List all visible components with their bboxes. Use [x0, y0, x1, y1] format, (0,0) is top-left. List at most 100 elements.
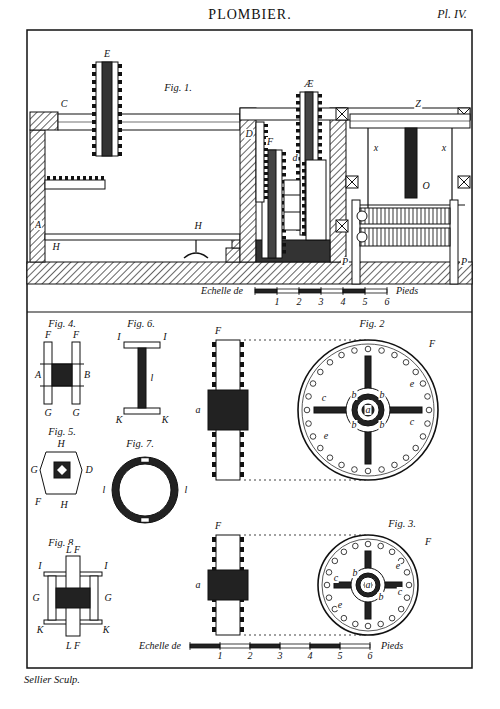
part-letter: l	[102, 485, 107, 495]
part-letter: G	[103, 593, 112, 603]
rolling-mill-stroke	[360, 228, 450, 246]
part-letter: Z	[414, 99, 422, 109]
fig7-ring-stroke	[141, 518, 149, 522]
part-letter: b	[379, 420, 386, 430]
lever-train-stroke	[118, 88, 122, 92]
fig3-wheel-stroke	[240, 627, 244, 632]
gear-frame-stroke	[296, 143, 300, 147]
gear-frame-stroke	[458, 176, 470, 188]
part-letter: F	[214, 521, 222, 531]
fig2-wheel-stroke	[365, 356, 371, 464]
figure-label: Fig. 2	[358, 319, 385, 330]
fig5-part-stroke	[40, 452, 82, 494]
gear-frame-stroke	[302, 190, 306, 194]
fig8-assembly-stroke	[90, 576, 98, 620]
fig2-wheel-stroke	[365, 468, 371, 474]
fig6-part-stroke	[138, 348, 146, 408]
gear-frame-stroke	[458, 176, 470, 188]
plate-frame	[27, 30, 472, 668]
scale-bar-stroke	[255, 289, 277, 293]
lever-train-stroke	[83, 176, 86, 180]
figure-label: Fig. 5.	[47, 427, 77, 438]
rolling-mill-stroke	[450, 200, 458, 284]
fig2-wheel-stroke	[420, 381, 426, 387]
lever-train-stroke	[71, 176, 74, 180]
fig2-wheel-stroke	[425, 394, 431, 400]
fig6-part-stroke	[124, 408, 160, 414]
part-letter: I	[103, 561, 108, 571]
fig2-wheel-stroke	[240, 362, 244, 367]
lever-train-stroke	[118, 136, 122, 140]
lever-train-stroke	[92, 64, 96, 68]
part-letter: F	[266, 137, 274, 147]
ground-section-stroke	[226, 248, 240, 262]
fig3-wheel-stroke	[324, 582, 330, 588]
part-letter: d	[292, 153, 299, 163]
lever-train-stroke	[92, 120, 96, 124]
part-letter: A	[34, 220, 42, 230]
lever-train-stroke	[53, 176, 56, 180]
scale-bar-stroke	[220, 644, 250, 648]
part-letter: F	[34, 497, 42, 507]
rolling-mill-stroke	[360, 208, 450, 224]
scale-mark: Pieds	[380, 641, 404, 651]
fig6-part	[124, 342, 160, 414]
fig2-wheel-stroke	[318, 369, 324, 375]
part-letter: c	[409, 417, 415, 427]
scale-bar-stroke	[299, 289, 321, 293]
fig2-wheel-stroke	[310, 434, 316, 440]
fig2-wheel-stroke	[212, 342, 216, 347]
gear-frame-stroke	[346, 176, 358, 188]
part-letter: a	[195, 405, 202, 415]
lever-train-stroke	[92, 128, 96, 132]
part-letter: b	[352, 568, 359, 578]
scale-bar-stroke	[340, 642, 341, 650]
part-letter: G	[29, 465, 38, 475]
part-letter: I	[162, 332, 167, 342]
scale-bar-stroke	[277, 289, 299, 293]
lever-train-stroke	[118, 112, 122, 116]
fig2-wheel-stroke	[306, 394, 312, 400]
plate-frame-stroke	[27, 30, 472, 668]
fig2-wheel-stroke	[362, 404, 374, 416]
rolling-mill-stroke	[350, 114, 470, 128]
part-letter: c	[321, 393, 327, 403]
gear-frame-stroke	[346, 176, 358, 188]
gear-frame-stroke	[296, 164, 300, 168]
part-letter: F	[428, 339, 436, 349]
plate-number: Pl. IV.	[436, 8, 467, 20]
fig3-wheel-stroke	[212, 627, 216, 632]
ground-section-stroke	[30, 112, 58, 130]
fig4-part-stroke	[44, 342, 52, 404]
gear-frame-stroke	[318, 101, 322, 105]
fig2-wheel-stroke	[339, 352, 345, 358]
part-letter: L F	[65, 545, 81, 555]
part-letter: G	[43, 408, 52, 418]
part-letter: H	[56, 439, 65, 449]
scale-bar-stroke	[370, 642, 371, 650]
rolling-mill-stroke	[350, 121, 470, 122]
part-letter: B	[83, 370, 91, 380]
scale-bar-stroke	[321, 287, 322, 295]
fig2-wheel-stroke	[420, 434, 426, 440]
gear-frame-stroke	[318, 115, 322, 119]
fig4-part-stroke	[40, 386, 84, 387]
gear-frame-stroke	[282, 243, 286, 247]
lever-train-stroke	[118, 120, 122, 124]
part-letter: A	[34, 370, 42, 380]
fig3-wheel	[208, 535, 418, 635]
figure-label: Fig. 6.	[126, 319, 156, 330]
fig2-wheel-stroke	[212, 472, 216, 477]
fig2-wheel-stroke	[365, 346, 371, 352]
scale-bar-stroke	[277, 287, 278, 295]
fig3-wheel-stroke	[240, 617, 244, 622]
fig3-wheel-stroke	[353, 543, 359, 549]
scale-mark: 6	[384, 297, 391, 307]
scale-mark: 3	[277, 651, 284, 661]
gear-frame-stroke	[264, 148, 268, 151]
part-letter: P	[341, 257, 349, 267]
fig3-wheel-stroke	[365, 551, 371, 619]
fig2-wheel-stroke	[403, 360, 409, 366]
part-letter: L F	[65, 641, 81, 651]
